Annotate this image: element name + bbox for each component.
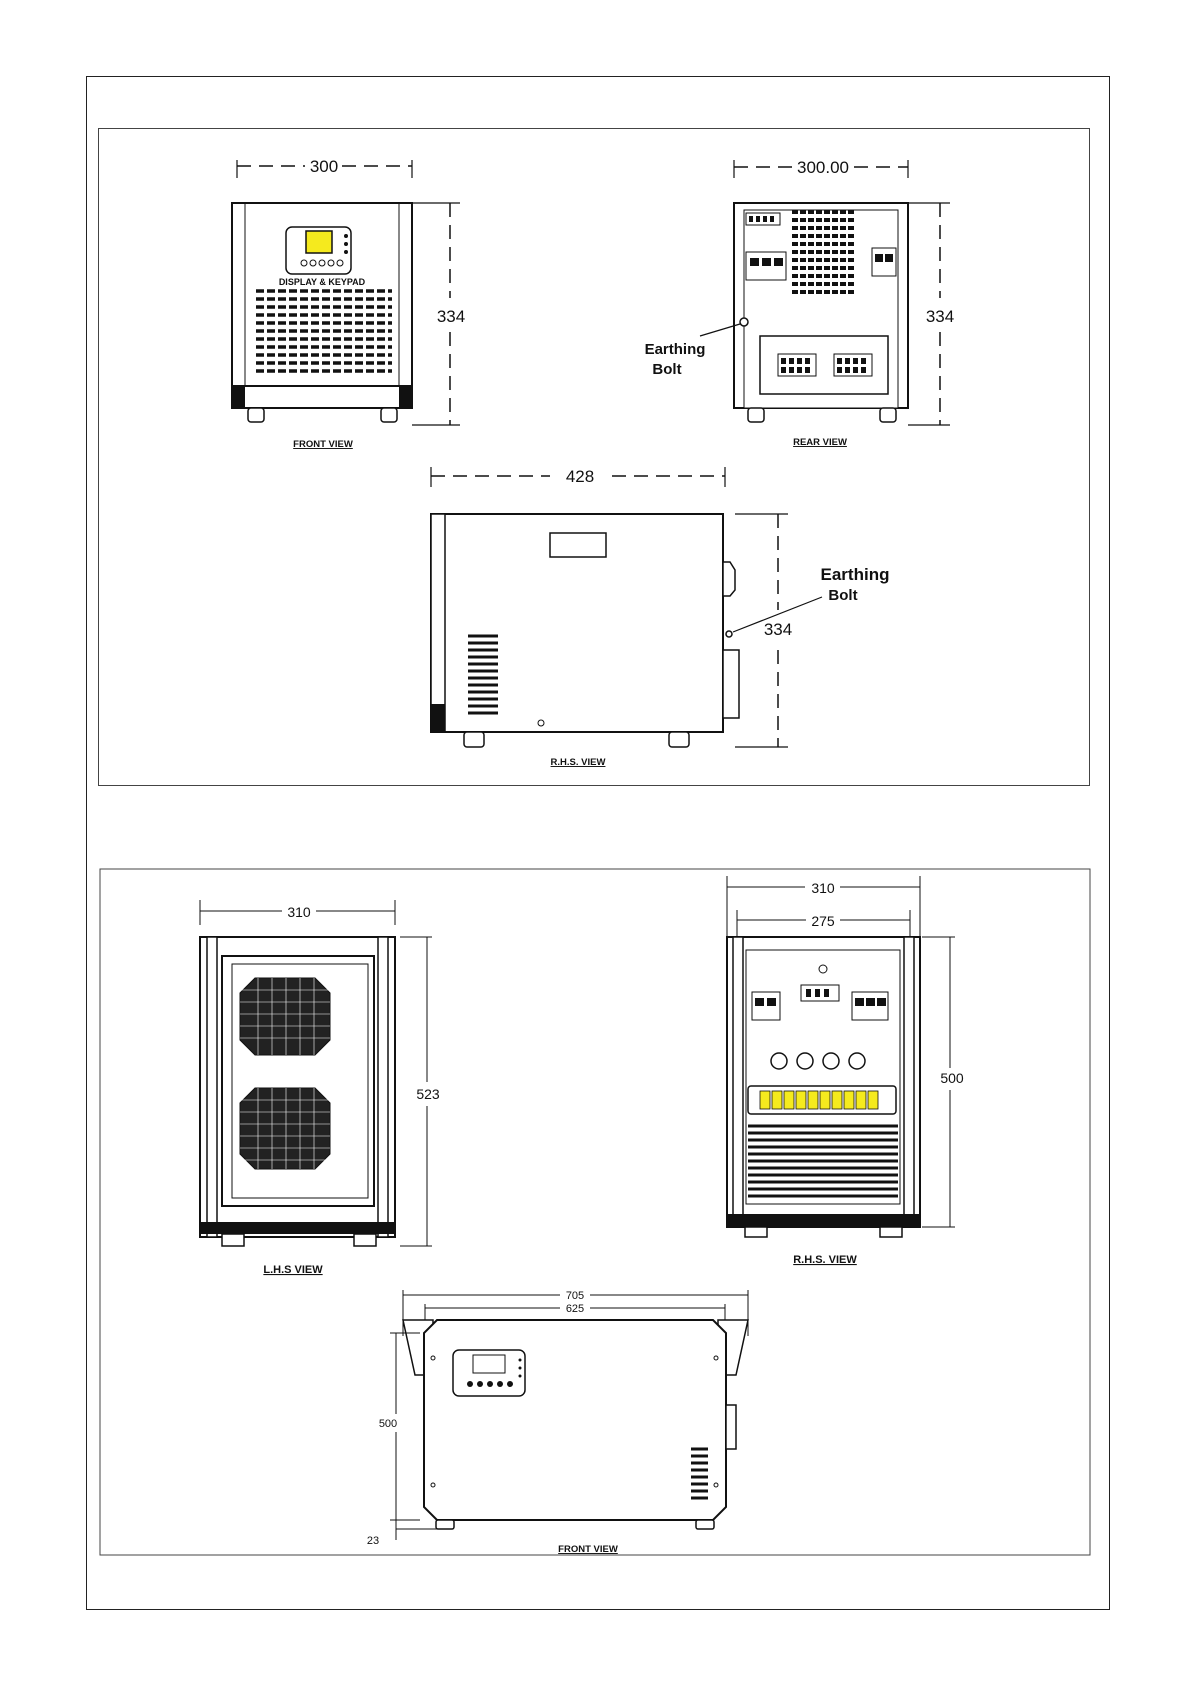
front-view-small: 300 DISPLAY & KEYPAD bbox=[232, 157, 465, 450]
rhs-large-inner-width-label: 275 bbox=[811, 913, 835, 929]
rhs-earthing-label-1: Earthing bbox=[821, 565, 890, 584]
lhs-width-label: 310 bbox=[287, 904, 311, 920]
rear-view-width-label: 300.00 bbox=[797, 158, 849, 177]
earthing-bolt-side bbox=[726, 631, 732, 637]
front-view-caption: FRONT VIEW bbox=[293, 439, 353, 450]
rhs-earthing-label-2: Bolt bbox=[828, 587, 857, 604]
front-view-width-label: 300 bbox=[310, 157, 338, 176]
rhs-large-caption: R.H.S. VIEW bbox=[793, 1254, 857, 1266]
rear-earthing-label-1: Earthing bbox=[645, 341, 706, 358]
rhs-small-caption: R.H.S. VIEW bbox=[551, 757, 606, 768]
front-large-caption: FRONT VIEW bbox=[558, 1544, 618, 1555]
rhs-view-large: 310 275 bbox=[727, 876, 964, 1266]
rear-view-height-label: 334 bbox=[926, 307, 954, 326]
lhs-fan-grille-bottom bbox=[240, 1088, 330, 1169]
rhs-large-outer-width-label: 310 bbox=[811, 880, 835, 896]
lhs-fan-grille-top bbox=[240, 978, 330, 1055]
rhs-view-small: 428 Earthing Bolt 334 R.H.S. VIEW bbox=[431, 467, 889, 768]
front-large-inner-width-label: 625 bbox=[566, 1303, 584, 1315]
front-view-height-label: 334 bbox=[437, 307, 465, 326]
front-view-large: 705 625 500 bbox=[367, 1290, 748, 1555]
front-large-outer-width-label: 705 bbox=[566, 1290, 584, 1302]
rear-earthing-label-2: Bolt bbox=[652, 361, 681, 378]
lhs-view-large: 310 bbox=[200, 900, 440, 1276]
lcd-screen bbox=[306, 231, 332, 253]
rhs-small-height-label: 334 bbox=[764, 620, 792, 639]
rear-view-small: 300.00 Earthing Bolt bbox=[645, 158, 955, 448]
rhs-small-width-label: 428 bbox=[566, 467, 594, 486]
lhs-caption: L.H.S VIEW bbox=[263, 1264, 323, 1276]
front-large-height-label: 500 bbox=[379, 1418, 397, 1430]
rear-view-caption: REAR VIEW bbox=[793, 437, 847, 448]
display-keypad-label: DISPLAY & KEYPAD bbox=[279, 277, 366, 287]
lhs-height-label: 523 bbox=[416, 1086, 440, 1102]
rhs-large-height-label: 500 bbox=[940, 1070, 964, 1086]
earthing-bolt-rear bbox=[740, 318, 748, 326]
front-large-foot-label: 23 bbox=[367, 1535, 379, 1547]
rhs-label-plate bbox=[550, 533, 606, 557]
